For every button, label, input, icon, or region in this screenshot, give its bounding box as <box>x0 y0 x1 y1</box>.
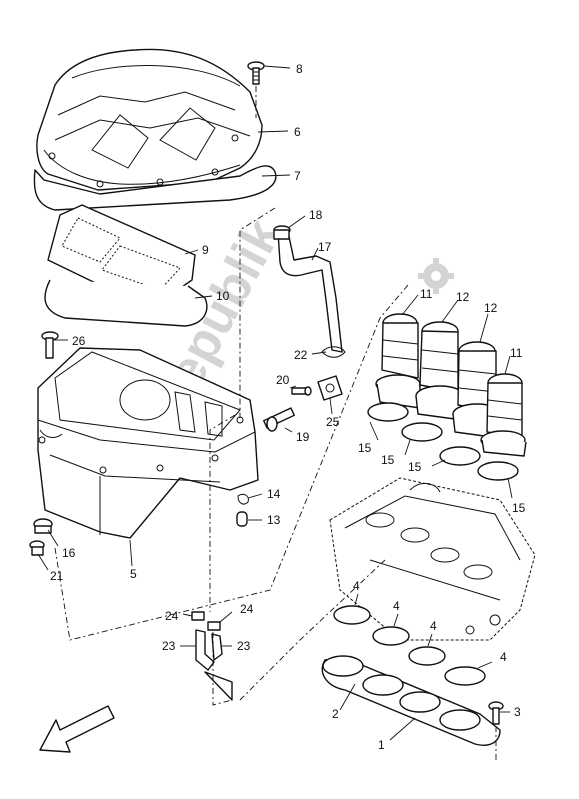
callout-14: 14 <box>267 487 281 501</box>
funnel-12-left <box>415 321 465 421</box>
callout-4-c: 4 <box>430 619 437 633</box>
air-cleaner-cover <box>36 48 263 191</box>
leader-lines <box>37 65 513 741</box>
bolt-26 <box>41 331 59 359</box>
callout-24-a: 24 <box>165 609 179 623</box>
callout-15-d: 15 <box>512 501 526 515</box>
callout-7: 7 <box>294 169 301 183</box>
callout-22: 22 <box>294 348 308 362</box>
air-cleaner-case <box>37 347 259 539</box>
callout-24-b: 24 <box>240 602 254 616</box>
funnel-11-left <box>375 313 421 409</box>
screw-3 <box>488 701 504 760</box>
gear-icon <box>418 258 454 294</box>
callout-9: 9 <box>202 243 209 257</box>
callout-11-right: 11 <box>510 346 523 360</box>
element-seal <box>44 279 208 327</box>
drain-clamps-24 <box>191 611 221 631</box>
front-direction-arrow-icon <box>39 705 115 753</box>
clip-22 <box>321 346 346 358</box>
callout-16: 16 <box>62 546 76 560</box>
intake-joint-1 <box>321 655 501 746</box>
plug-21 <box>29 540 45 556</box>
callout-1: 1 <box>378 738 385 752</box>
callout-labels: 8 6 7 18 17 9 10 26 22 20 19 25 11 12 12… <box>50 62 526 752</box>
callout-23-b: 23 <box>237 639 251 653</box>
cover-gasket <box>33 165 277 211</box>
callout-17: 17 <box>318 240 332 254</box>
callout-10: 10 <box>216 289 230 303</box>
callout-21: 21 <box>50 569 64 583</box>
callout-19: 19 <box>296 430 310 444</box>
drain-hoses-23 <box>195 629 233 701</box>
breather-hose-17 <box>277 231 343 353</box>
callout-5: 5 <box>130 567 137 581</box>
callout-12-right: 12 <box>484 301 498 315</box>
cap-13 <box>236 511 248 527</box>
clamps-15 <box>367 402 519 481</box>
fitting-19 <box>263 407 295 432</box>
callout-3: 3 <box>514 705 521 719</box>
callout-15-c: 15 <box>408 460 422 474</box>
callout-25: 25 <box>326 415 340 429</box>
callout-11-left: 11 <box>420 287 433 301</box>
reference-lines <box>54 207 409 706</box>
callout-2: 2 <box>332 707 339 721</box>
intake-funnels <box>375 313 527 457</box>
hose-clamp-18 <box>273 225 291 240</box>
callout-4-b: 4 <box>393 599 400 613</box>
callout-13: 13 <box>267 513 281 527</box>
screw-20 <box>291 386 312 396</box>
joint-clamps-4 <box>333 605 486 686</box>
callout-4-d: 4 <box>500 650 507 664</box>
callout-15-a: 15 <box>358 441 372 455</box>
callout-23-a: 23 <box>162 639 176 653</box>
clip-14 <box>237 493 249 505</box>
callout-8: 8 <box>296 62 303 76</box>
callout-12-left: 12 <box>456 290 470 304</box>
callout-26: 26 <box>72 334 86 348</box>
callout-6: 6 <box>294 125 301 139</box>
joint-25 <box>317 375 343 401</box>
funnel-11-right <box>480 373 527 457</box>
callout-4-a: 4 <box>353 579 360 593</box>
grommet-16 <box>33 518 53 534</box>
callout-18: 18 <box>309 208 323 222</box>
callout-15-b: 15 <box>381 453 395 467</box>
callout-20: 20 <box>276 373 290 387</box>
